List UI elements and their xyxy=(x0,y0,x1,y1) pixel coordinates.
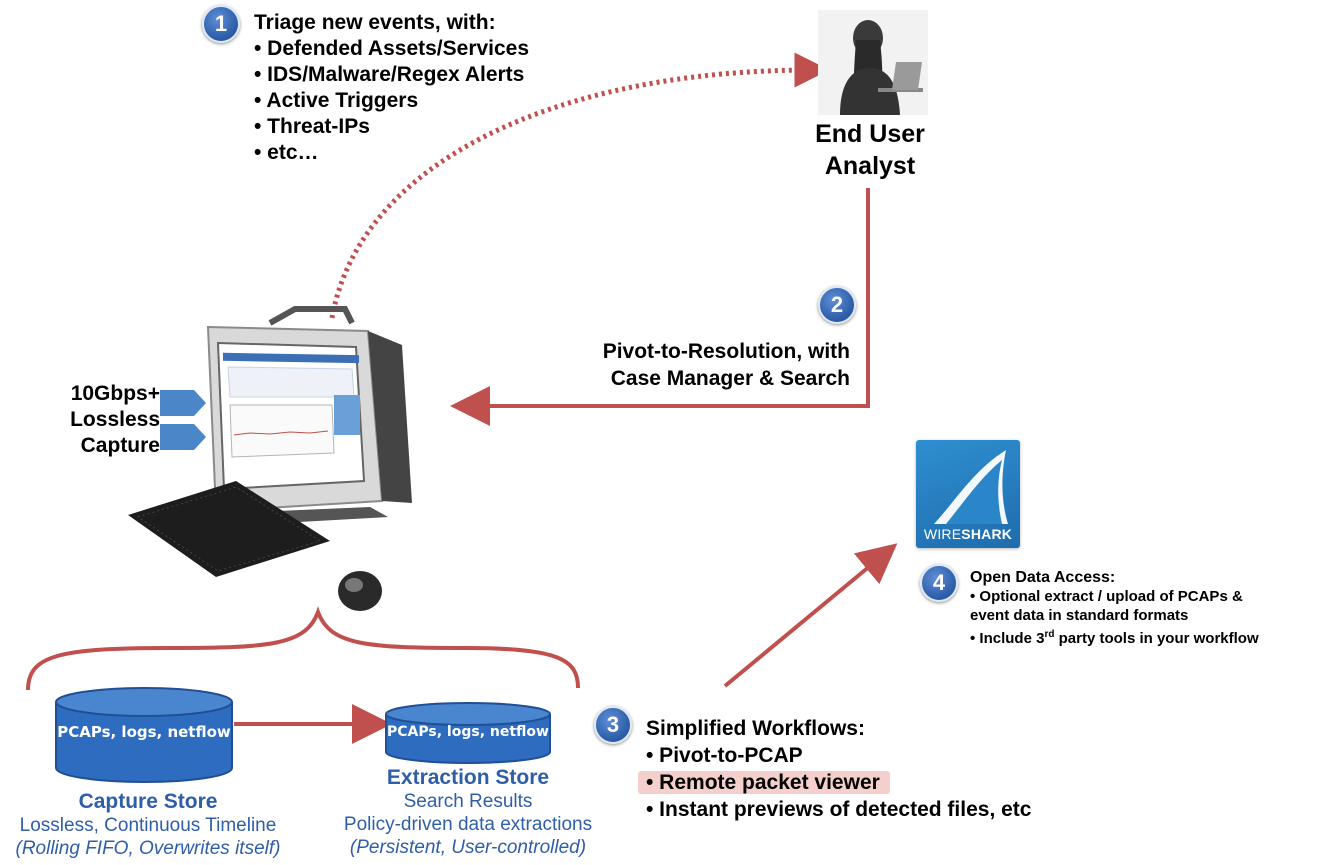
step-3-text: Simplified Workflows: • Pivot-to-PCAP • … xyxy=(638,715,1032,823)
storage-brace xyxy=(26,606,580,691)
step-4-item: event data in standard formats xyxy=(970,607,1189,624)
extraction-store-line: Search Results xyxy=(403,791,533,812)
step-4-item-superscript: rd xyxy=(1044,629,1055,640)
capture-store-caption: Capture Store Lossless, Continuous Timel… xyxy=(0,790,296,860)
extraction-store-line: Policy-driven data extractions xyxy=(343,814,593,835)
capture-store-line: (Rolling FIFO, Overwrites itself) xyxy=(15,838,281,859)
wireshark-wordmark: WIRESHARK xyxy=(916,526,1020,542)
step-3-item: • Pivot-to-PCAP xyxy=(646,744,803,767)
step-2-badge: 2 xyxy=(818,286,856,324)
step-2-line: Case Manager & Search xyxy=(610,367,850,390)
capture-store-line: Lossless, Continuous Timeline xyxy=(19,815,277,836)
capture-store-cylinder xyxy=(55,687,233,783)
extraction-store-caption: Extraction Store Search Results Policy-d… xyxy=(318,766,618,859)
analyst-label-line: Analyst xyxy=(824,152,916,180)
shark-fin-icon xyxy=(934,450,1008,524)
step-1-item: • Active Triggers xyxy=(254,89,419,112)
step-1-item: • etc… xyxy=(254,141,319,164)
step-1-badge: 1 xyxy=(202,5,240,43)
extraction-store-title: Extraction Store xyxy=(386,766,550,789)
wordmark-shark: SHARK xyxy=(961,526,1013,542)
appliance-computer-icon xyxy=(128,306,412,611)
extraction-store-line: (Persistent, User-controlled) xyxy=(349,837,587,858)
step-3-heading: Simplified Workflows: xyxy=(646,717,865,740)
capture-input-line: 10Gbps+ xyxy=(70,382,160,405)
step-4-item: • Include 3rd party tools in your workfl… xyxy=(970,625,1259,648)
step-3-highlighted-item: • Remote packet viewer xyxy=(638,771,890,794)
capture-input-line: Capture xyxy=(80,434,160,457)
step-1-item: • Defended Assets/Services xyxy=(254,37,530,60)
wireshark-logo: WIRESHARK xyxy=(916,440,1020,548)
wordmark-wire: WIRE xyxy=(923,526,962,542)
step-4-item-part: party tools in your workflow xyxy=(1054,630,1259,647)
analyst-label-line: End User xyxy=(815,120,925,148)
step-1-item: • IDS/Malware/Regex Alerts xyxy=(254,63,525,86)
pivot-resolution-arrow xyxy=(450,188,870,426)
open-data-arrow xyxy=(723,543,898,688)
step-4-badge: 4 xyxy=(920,564,958,602)
step-1-text: Triage new events, with: • Defended Asse… xyxy=(254,10,529,166)
step-2-text: Pivot-to-Resolution, with Case Manager &… xyxy=(540,338,850,392)
step-2-line: Pivot-to-Resolution, with xyxy=(602,340,850,363)
capture-input-label: 10Gbps+ Lossless Capture xyxy=(40,381,160,459)
step-3-badge: 3 xyxy=(594,706,632,744)
step-1-heading: Triage new events, with: xyxy=(254,11,496,34)
step-4-item-part: • Include 3 xyxy=(970,630,1045,647)
step-1-item: • Threat-IPs xyxy=(254,115,370,138)
step-4-item: • Optional extract / upload of PCAPs & xyxy=(970,588,1243,605)
step-4-heading: Open Data Access: xyxy=(970,569,1116,586)
capture-store-title: Capture Store xyxy=(78,790,218,813)
capture-input-line: Lossless xyxy=(70,408,160,431)
step-4-text: Open Data Access: • Optional extract / u… xyxy=(970,568,1259,648)
input-arrows-icon xyxy=(160,390,206,450)
capture-store-cylinder-label: PCAPs, logs, netflow xyxy=(57,723,231,741)
extraction-store-cylinder-label: PCAPs, logs, netflow xyxy=(387,724,549,740)
extraction-store-cylinder xyxy=(385,702,551,764)
analyst-icon xyxy=(818,10,928,115)
step-3-item: • Instant previews of detected files, et… xyxy=(646,798,1032,821)
step-3-item: • Remote packet viewer xyxy=(638,769,1031,796)
analyst-label: End User Analyst xyxy=(790,118,950,182)
